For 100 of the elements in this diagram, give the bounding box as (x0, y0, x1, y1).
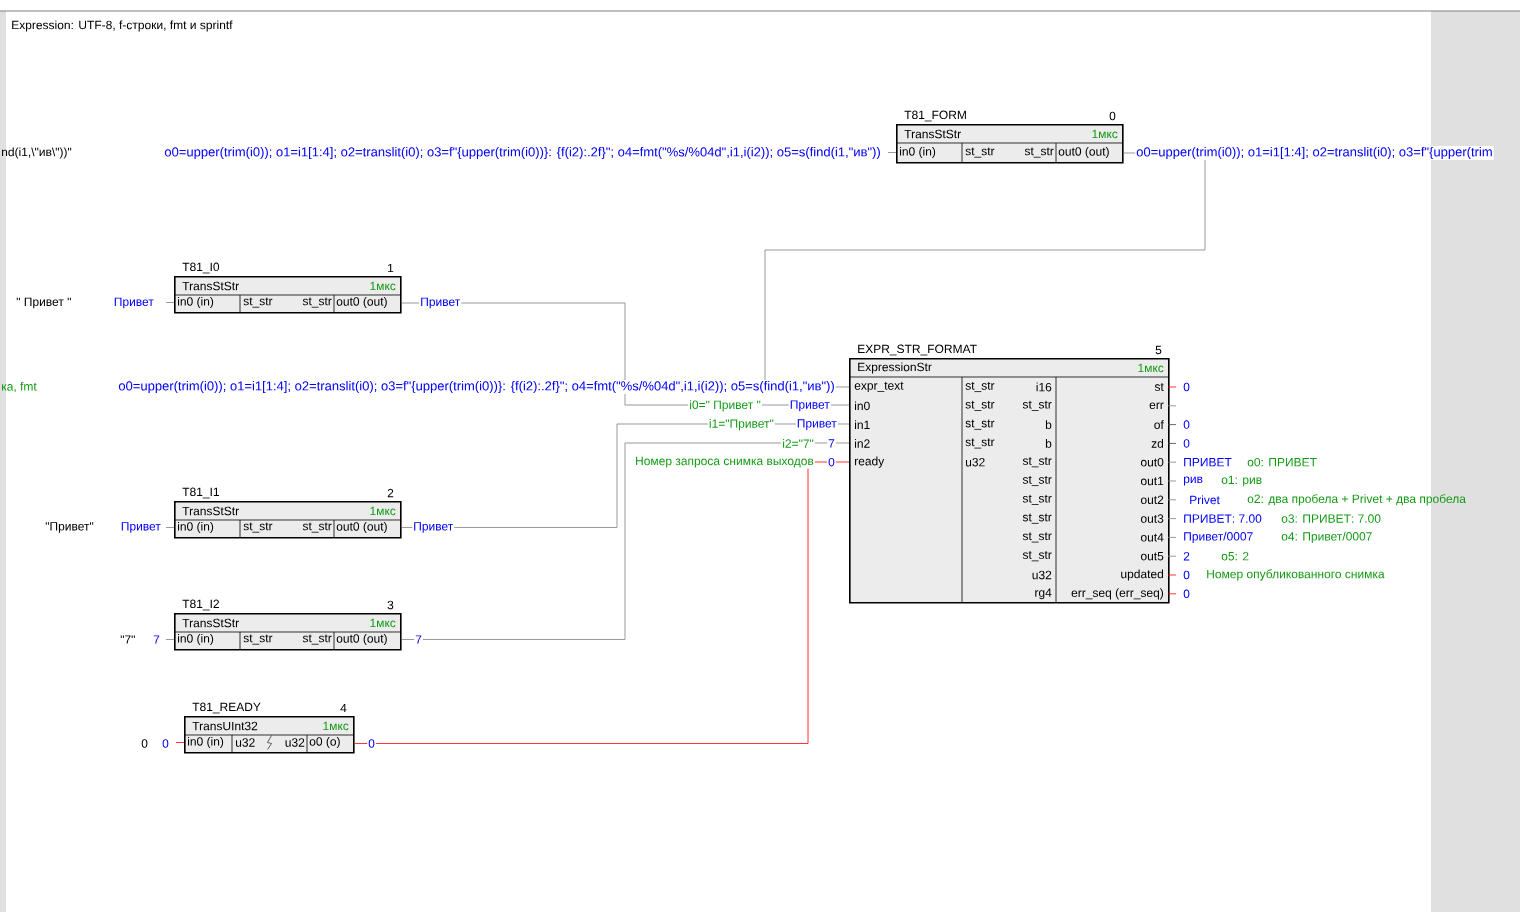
port-label: in2 (855, 439, 870, 448)
block-number: 0 (1109, 111, 1116, 121)
data-type: st_str (302, 634, 332, 645)
data-type: u32 (1032, 570, 1052, 580)
port-label: out1 (1140, 476, 1164, 486)
block-type: TransStStr (182, 618, 239, 628)
port-label: of (1154, 420, 1164, 429)
comment-text: o0: ПРИВЕТ (1247, 457, 1317, 467)
data-type: st_str (1024, 147, 1054, 158)
value-label: 0 (1183, 570, 1190, 580)
port-label: in0 (in) (178, 296, 214, 309)
constant-label: 0 (140, 738, 149, 749)
port-label: out5 (1140, 552, 1164, 561)
block-number: 2 (387, 488, 394, 498)
value-label: ПРИВЕТ: 7.00 (1184, 514, 1262, 523)
value-label: Привет (795, 418, 838, 431)
constant-label: nd(i1,\"ив\"))" (2, 147, 72, 159)
port-label: out0 (1140, 457, 1164, 467)
data-type: st_str (965, 438, 995, 449)
cycle-time: 1мкс (370, 281, 396, 291)
port-label: in0 (in) (178, 521, 214, 534)
comment-text: i1="Привет" (707, 418, 775, 432)
comment-text: o1: рив (1221, 475, 1262, 487)
value-label: 0 (1183, 439, 1190, 448)
value-label: Привет (419, 296, 462, 310)
block-name: T81_I0 (182, 262, 220, 274)
value-label: Привет (412, 521, 455, 534)
block-type: ExpressionStr (858, 362, 932, 374)
value-label: рив (1184, 476, 1203, 486)
data-type: st_str (965, 400, 995, 411)
data-type: b (1045, 420, 1052, 429)
value-label: 2 (1183, 552, 1190, 561)
diagram-title: Expression: UTF-8, f-строки, fmt и sprintf (12, 20, 233, 32)
value-label: o0=upper(trim(i0)); o1=i1[1:4]; o2=translit(i0); o3=f"{upper(trim(i0))}: {f(i2):.2f}"; o4=fmt("%s/%04d",i1,i(i2)); o5=s(find(i1,"ив")) (163, 145, 882, 161)
constant-label: "Привет" (44, 521, 95, 534)
data-type: st_str (243, 297, 273, 308)
comment-text: o2: два пробела + Privet + два пробела (1247, 494, 1466, 506)
value-label: Привет/0007 (1184, 531, 1253, 543)
data-type: i16 (1036, 382, 1052, 392)
data-type: st_str (1022, 532, 1052, 543)
data-type: b (1045, 439, 1052, 448)
port-label: st (1154, 383, 1164, 391)
block-number: 5 (1155, 345, 1162, 355)
port-label: in0 (in) (178, 633, 214, 646)
port-label: in0 (in) (900, 146, 936, 159)
value-label: o0=upper(trim(i0)); o1=i1[1:4]; o2=translit(i0); o3=f"{upper(trim (1135, 145, 1494, 161)
block-number: 1 (388, 263, 394, 273)
port-label: out0 (out) (336, 521, 387, 534)
connection-line (401, 442, 850, 640)
port-label: err_seq (err_seq) (1071, 588, 1164, 600)
block-name: T81_FORM (904, 110, 966, 122)
block-number: 3 (387, 600, 394, 610)
value-label: 0 (827, 456, 836, 468)
port-label: updated (1121, 569, 1164, 581)
block-number: 4 (340, 703, 347, 713)
data-type: st_str (1022, 551, 1052, 562)
connection-line (354, 461, 850, 744)
data-type: u32 (285, 738, 305, 747)
port-label: out2 (1140, 495, 1164, 505)
data-type: st_str (302, 297, 332, 308)
port-label: o0 (o) (309, 736, 340, 749)
data-type: u32 (966, 457, 985, 467)
comment-text: o5: 2 (1221, 551, 1249, 561)
data-type: st_str (1022, 494, 1052, 505)
data-type: st_str (243, 634, 273, 645)
value-label: Привет (788, 399, 831, 413)
block-type: TransStStr (182, 281, 239, 291)
data-type: st_str (1022, 513, 1052, 524)
port-label: out0 (out) (336, 633, 387, 646)
value-label: 0 (367, 738, 376, 749)
value-label: 0 (1183, 420, 1190, 429)
value-label: 7 (414, 634, 423, 645)
cycle-time: 1мкс (1138, 363, 1164, 373)
data-type: st_str (1022, 475, 1052, 487)
comment-text: i2="7" (781, 438, 815, 449)
port-label: zd (1151, 439, 1164, 448)
comment-text: o4: Привет/0007 (1281, 531, 1372, 543)
block-type: TransStStr (904, 129, 961, 139)
value-label: 0 (1183, 589, 1190, 599)
data-type: st_str (1022, 457, 1052, 468)
value-label: o0=upper(trim(i0)); o1=i1[1:4]; o2=translit(i0); o3=f"{upper(trim(i0))}: {f(i2):.2f}"; o4=fmt("%s/%04d",i1,i(i2)); o5=s(find(i1,"ив")) (117, 379, 836, 395)
port-label: out0 (out) (336, 296, 387, 309)
value-label: 0 (1183, 382, 1190, 392)
value-label: ПРИВЕТ (1184, 458, 1232, 467)
value-label: 7 (152, 634, 161, 645)
data-type: st_str (965, 147, 995, 158)
port-label: ready (855, 456, 885, 468)
data-type: st_str (243, 522, 273, 533)
port-label: out0 (out) (1058, 146, 1109, 159)
data-type: st_str (965, 419, 995, 430)
port-label: in0 (in) (188, 736, 224, 749)
comment-text: ка, fmt (2, 381, 37, 393)
cycle-time: 1мкс (370, 618, 396, 628)
constant-label: "7" (119, 634, 137, 645)
data-type: st_str (302, 522, 332, 533)
cycle-time: 1мкс (1092, 129, 1118, 139)
block-name: T81_I1 (182, 487, 219, 499)
port-label: in0 (855, 401, 870, 411)
block-name: EXPR_STR_FORMAT (858, 344, 977, 356)
block-name: T81_I2 (182, 599, 219, 611)
